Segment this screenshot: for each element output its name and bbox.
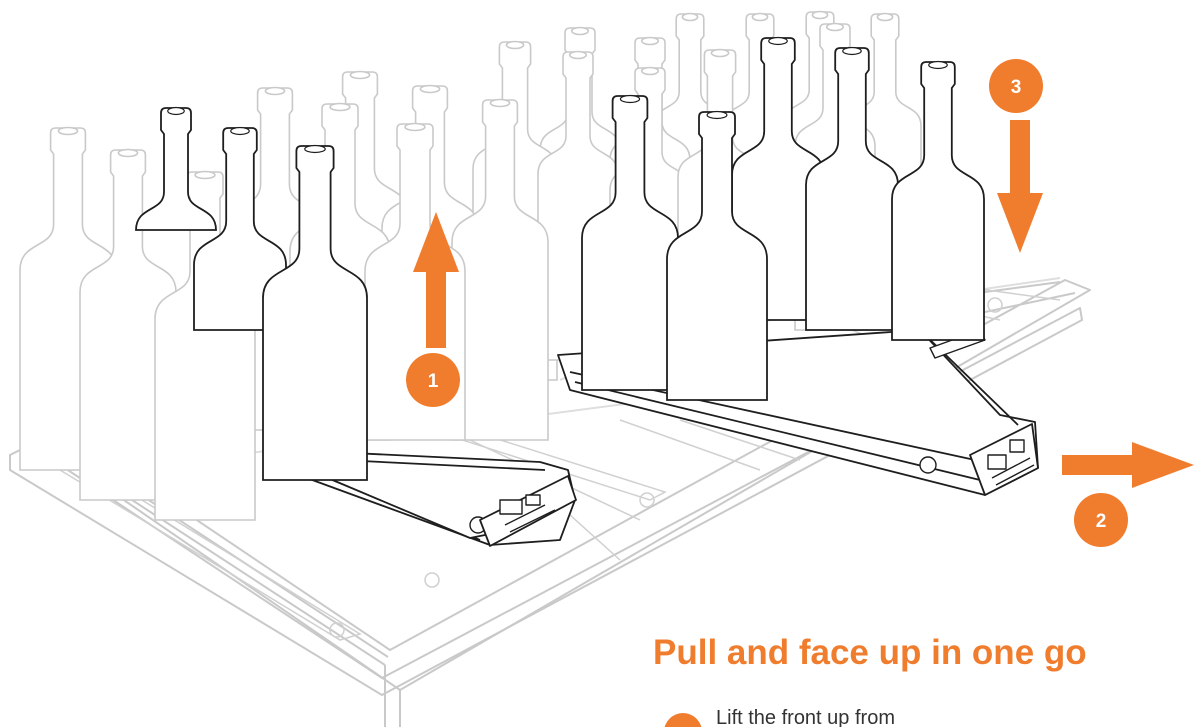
bottle-mouth: [231, 128, 249, 135]
bottle-mouth: [58, 128, 77, 135]
bottle-mouth: [265, 88, 284, 95]
step-2-badge: 2: [1074, 493, 1128, 547]
bottle-mouth: [330, 104, 350, 111]
step-1-badge: 1: [406, 353, 460, 407]
bottle-mouth: [843, 48, 861, 55]
instruction-item: Lift the front up from: [664, 706, 1184, 727]
bottle-mouth: [570, 52, 587, 59]
wine-bottle: [892, 62, 984, 340]
step-3-number: 3: [1011, 77, 1022, 98]
bottle-mouth: [350, 72, 369, 79]
bottle-mouth: [642, 38, 659, 45]
instruction-headline: Pull and face up in one go: [653, 631, 1087, 675]
step-3-arrow: [997, 120, 1043, 253]
step-bullet: [664, 713, 702, 727]
bottle-mouth: [405, 124, 425, 131]
step-2-arrow: [1062, 442, 1194, 488]
step-1-number: 1: [428, 371, 439, 392]
wine-bottle: [136, 108, 216, 230]
step-2-number: 2: [1096, 511, 1107, 532]
bottle-mouth: [769, 38, 787, 45]
bottle-mouth: [420, 86, 439, 93]
bottle-mouth: [707, 112, 727, 119]
bottle-mouth: [642, 68, 659, 75]
bottle-mouth: [118, 150, 137, 157]
bottle-mouth: [572, 28, 589, 35]
bottle-mouth: [305, 146, 325, 153]
bottle-mouth: [812, 12, 827, 19]
bottle-mouth: [490, 100, 509, 107]
bottle-mouth: [877, 14, 892, 21]
bottle-mouth: [195, 172, 215, 179]
step-3-badge: 3: [989, 59, 1043, 113]
bottle-mouth: [827, 24, 844, 31]
bottle-mouth: [711, 50, 728, 57]
bottle-mouth: [752, 14, 767, 21]
instruction-text: Lift the front up from: [716, 706, 895, 727]
bottle-mouth: [682, 14, 697, 21]
bottle-mouth: [506, 42, 523, 49]
bottle-mouth: [620, 96, 639, 103]
bottle-mouth: [168, 108, 185, 115]
bottle-mouth: [929, 62, 947, 69]
